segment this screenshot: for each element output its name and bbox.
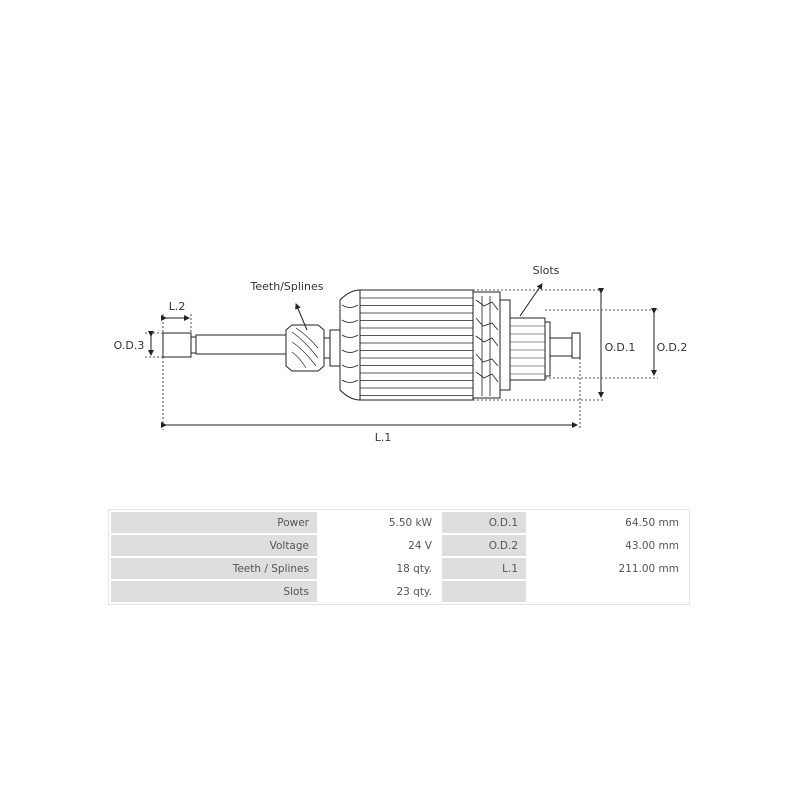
table-row: Slots 23 qty. [111,581,687,602]
spec-label [442,581,526,602]
od3-label: O.D.3 [114,339,145,352]
spec-value: 23 qty. [319,581,440,602]
spec-label: L.1 [442,558,526,579]
table-row: Voltage 24 V O.D.2 43.00 mm [111,535,687,556]
od1-label: O.D.1 [605,341,636,354]
l1-label: L.1 [375,431,392,444]
slots-label: Slots [533,264,560,277]
od2-label: O.D.2 [657,341,688,354]
spec-value: 18 qty. [319,558,440,579]
armature-diagram: Teeth/Splines Slots L.2 O.D.3 O.D.1 O.D.… [114,264,688,444]
spec-label: Slots [111,581,317,602]
spec-label: O.D.2 [442,535,526,556]
spec-value: 43.00 mm [528,535,687,556]
armature-core [359,289,474,401]
teeth-splines-label: Teeth/Splines [250,280,324,293]
spec-label: O.D.1 [442,512,526,533]
spec-value: 5.50 kW [319,512,440,533]
pinion-splines [285,324,325,372]
specs-table: Power 5.50 kW O.D.1 64.50 mm Voltage 24 … [108,509,690,605]
spec-label: Teeth / Splines [111,558,317,579]
l2-label: L.2 [169,300,186,313]
commutator-slots [509,317,546,381]
dimension-arrows [148,283,657,428]
spec-value: 211.00 mm [528,558,687,579]
spec-value: 64.50 mm [528,512,687,533]
table-row: Teeth / Splines 18 qty. L.1 211.00 mm [111,558,687,579]
spec-label: Power [111,512,317,533]
spec-label: Voltage [111,535,317,556]
spec-value [528,581,687,602]
table-row: Power 5.50 kW O.D.1 64.50 mm [111,512,687,533]
spec-value: 24 V [319,535,440,556]
armature-drawing [162,289,581,401]
